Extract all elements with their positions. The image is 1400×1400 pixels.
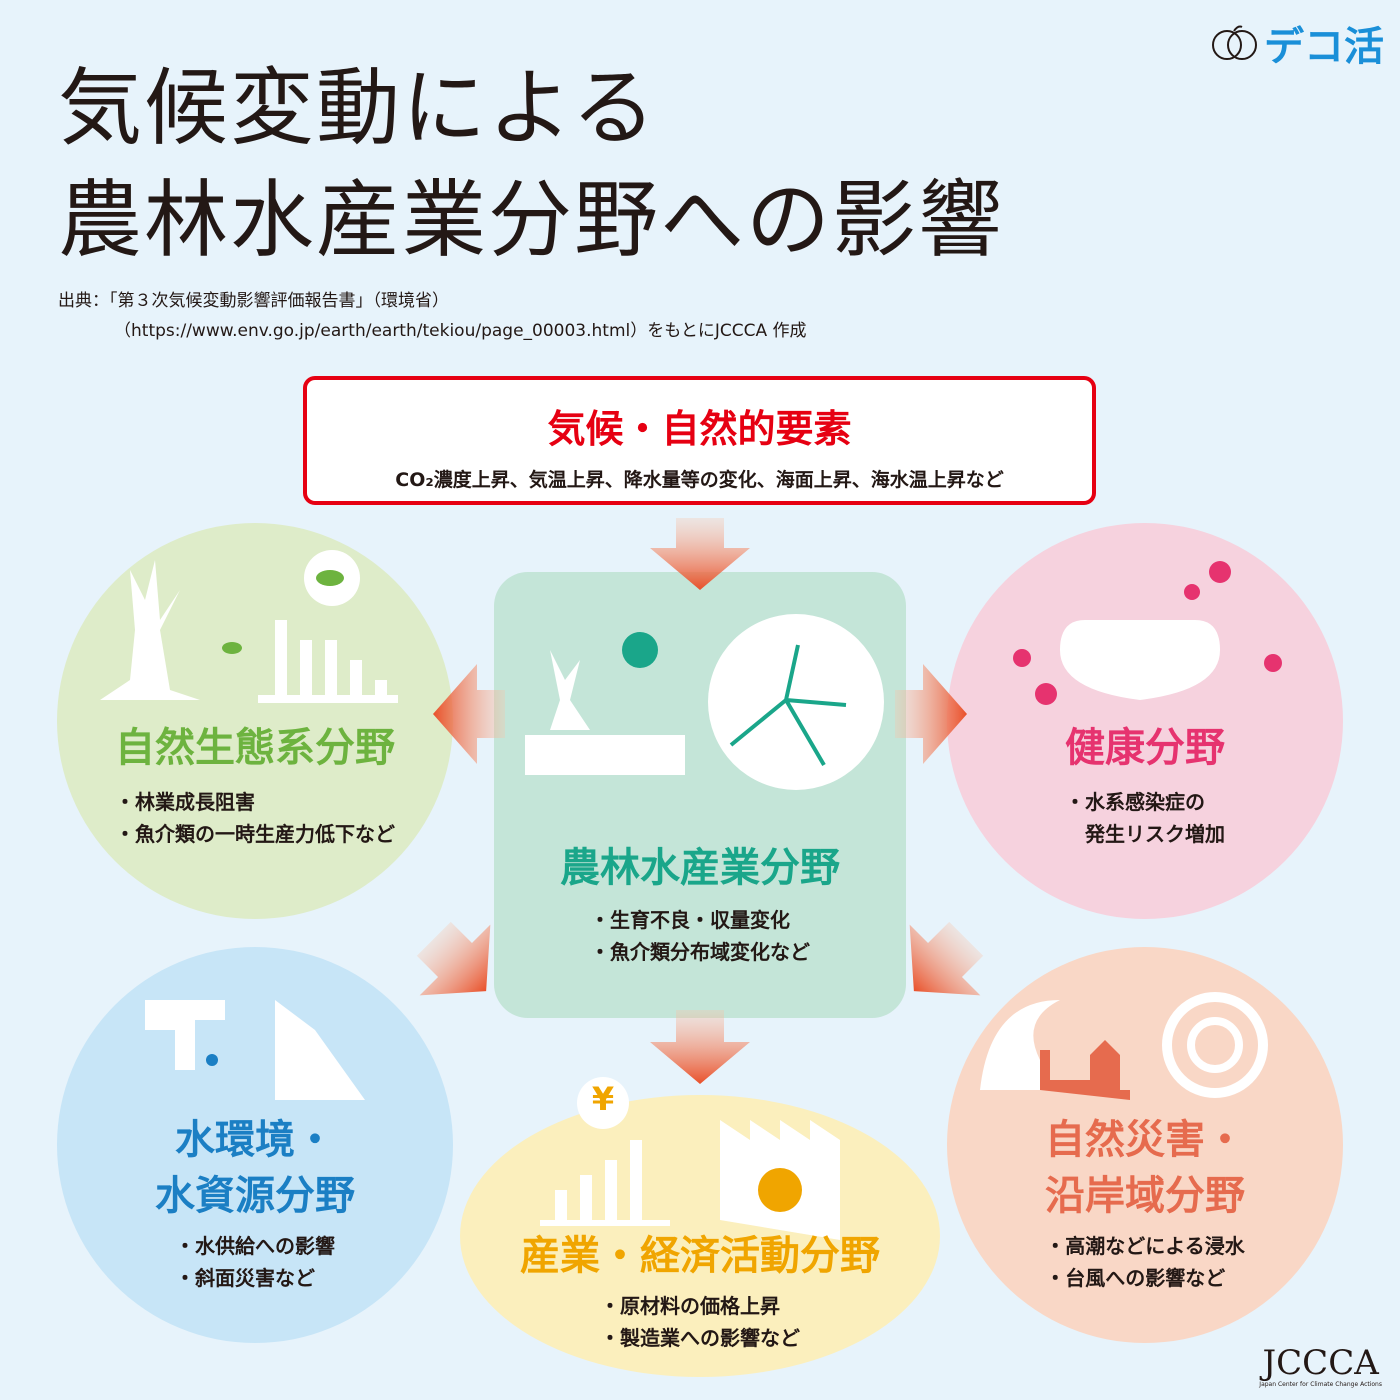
arrow-down-left: [416, 921, 491, 996]
source-line-1: 出典：「第３次気候変動影響評価報告書」（環境省）: [58, 291, 449, 311]
jccca-full-name: Japan Center for Climate Change Actions: [1259, 1381, 1382, 1388]
mask-icon: [1060, 620, 1220, 700]
health-text: 健康分野 ・水系感染症の 発生リスク増加: [947, 720, 1343, 850]
arrow-left: [433, 664, 505, 764]
list-item: ・台風への影響など: [1045, 1266, 1226, 1290]
logo-rings-icon: [1212, 25, 1257, 60]
ecosystem-circle: [57, 523, 453, 919]
list-item: ・製造業への影響など: [600, 1326, 800, 1350]
water-text: 水環境・ 水資源分野 ・水供給への影響・斜面災害など: [57, 1112, 453, 1294]
ecosystem-text: 自然生態系分野 ・林業成長阻害・魚介類の一時生産力低下など: [57, 720, 453, 850]
arrow-down-right: [909, 921, 984, 996]
disaster-circle: [947, 947, 1343, 1343]
source-line-2: （https://www.env.go.jp/earth/earth/tekio…: [114, 321, 807, 341]
jccca-text: JCCCA: [1262, 1343, 1379, 1383]
arrow-down-bottom: [650, 1010, 750, 1084]
list-item: ・魚介類分布域変化など: [590, 940, 810, 964]
list-item: ・魚介類の一時生産力低下など: [115, 822, 395, 846]
health-title: 健康分野: [1065, 725, 1225, 771]
climate-factors-box: 気候・自然的要素 CO₂濃度上昇、気温上昇、降水量等の変化、海面上昇、海水温上昇…: [303, 376, 1096, 505]
page-title: 気候変動による 農林水産業分野への影響: [58, 52, 1004, 276]
list-item: ・原材料の価格上昇: [600, 1294, 780, 1318]
water-title-2: 水資源分野: [155, 1173, 355, 1219]
health-circle: [947, 523, 1343, 919]
industry-text: 産業・経済活動分野 ・原材料の価格上昇・製造業への影響など: [460, 1228, 940, 1354]
faucet-icon: [145, 1000, 225, 1070]
agriculture-text: 農林水産業分野 ・生育不良・収量変化・魚介類分布域変化など: [494, 840, 906, 968]
fish-icon: [316, 570, 344, 586]
arrow-right: [895, 664, 967, 764]
yen-symbol: ¥: [591, 1080, 615, 1118]
dry-tree-icon: [550, 650, 590, 730]
water-title-1: 水環境・: [175, 1117, 335, 1163]
list-item: ・林業成長阻害: [115, 790, 255, 814]
list-item: ・水系感染症の: [1065, 790, 1205, 814]
title-line-2: 農林水産業分野への影響: [58, 171, 1005, 269]
title-line-1: 気候変動による: [58, 59, 658, 157]
source-citation: 出典：「第３次気候変動影響評価報告書」（環境省） （https://www.en…: [58, 286, 807, 346]
house-icon: [1040, 1040, 1130, 1100]
jccca-logo: JCCCA Japan Center for Climate Change Ac…: [1259, 1345, 1382, 1388]
cracked-ground-icon: [525, 735, 685, 775]
factory-badge-icon: [758, 1168, 802, 1212]
industry-title: 産業・経済活動分野: [520, 1233, 880, 1279]
water-circle: [57, 947, 453, 1343]
virus-icon: [1013, 561, 1282, 705]
disaster-title-2: 沿岸域分野: [1045, 1173, 1245, 1219]
list-item: ・生育不良・収量変化: [590, 908, 790, 932]
list-item: ・水供給への影響: [175, 1234, 335, 1258]
list-item: ・斜面災害など: [175, 1266, 315, 1290]
factor-description: CO₂濃度上昇、気温上昇、降水量等の変化、海面上昇、海水温上昇など: [395, 469, 1004, 491]
list-item: ・高潮などによる浸水: [1045, 1234, 1245, 1258]
industry-ellipse: [460, 1095, 940, 1377]
landslide-icon: [275, 1000, 365, 1100]
sun-icon: [622, 632, 658, 668]
logo-text: デコ活: [1264, 24, 1384, 70]
growth-chart-icon: [540, 1140, 670, 1226]
typhoon-icon: [1162, 992, 1268, 1098]
disaster-text: 自然災害・ 沿岸域分野 ・高潮などによる浸水・台風への影響など: [947, 1112, 1343, 1294]
list-item: 発生リスク増加: [1065, 822, 1225, 846]
agriculture-title: 農林水産業分野: [560, 845, 840, 891]
disaster-title-1: 自然災害・: [1045, 1117, 1245, 1163]
ecosystem-title: 自然生態系分野: [115, 725, 395, 771]
decokatsu-logo: デコ活: [1210, 14, 1384, 72]
fish-migration-icon: [729, 644, 847, 767]
factor-title: 気候・自然的要素: [547, 407, 852, 451]
leaf-icon: [222, 642, 242, 654]
water-drop-icon: [206, 1054, 218, 1066]
dead-tree-and-chart-icon: [100, 550, 398, 703]
arrow-down-top: [650, 518, 750, 590]
yen-bubble-icon: [577, 1077, 629, 1129]
